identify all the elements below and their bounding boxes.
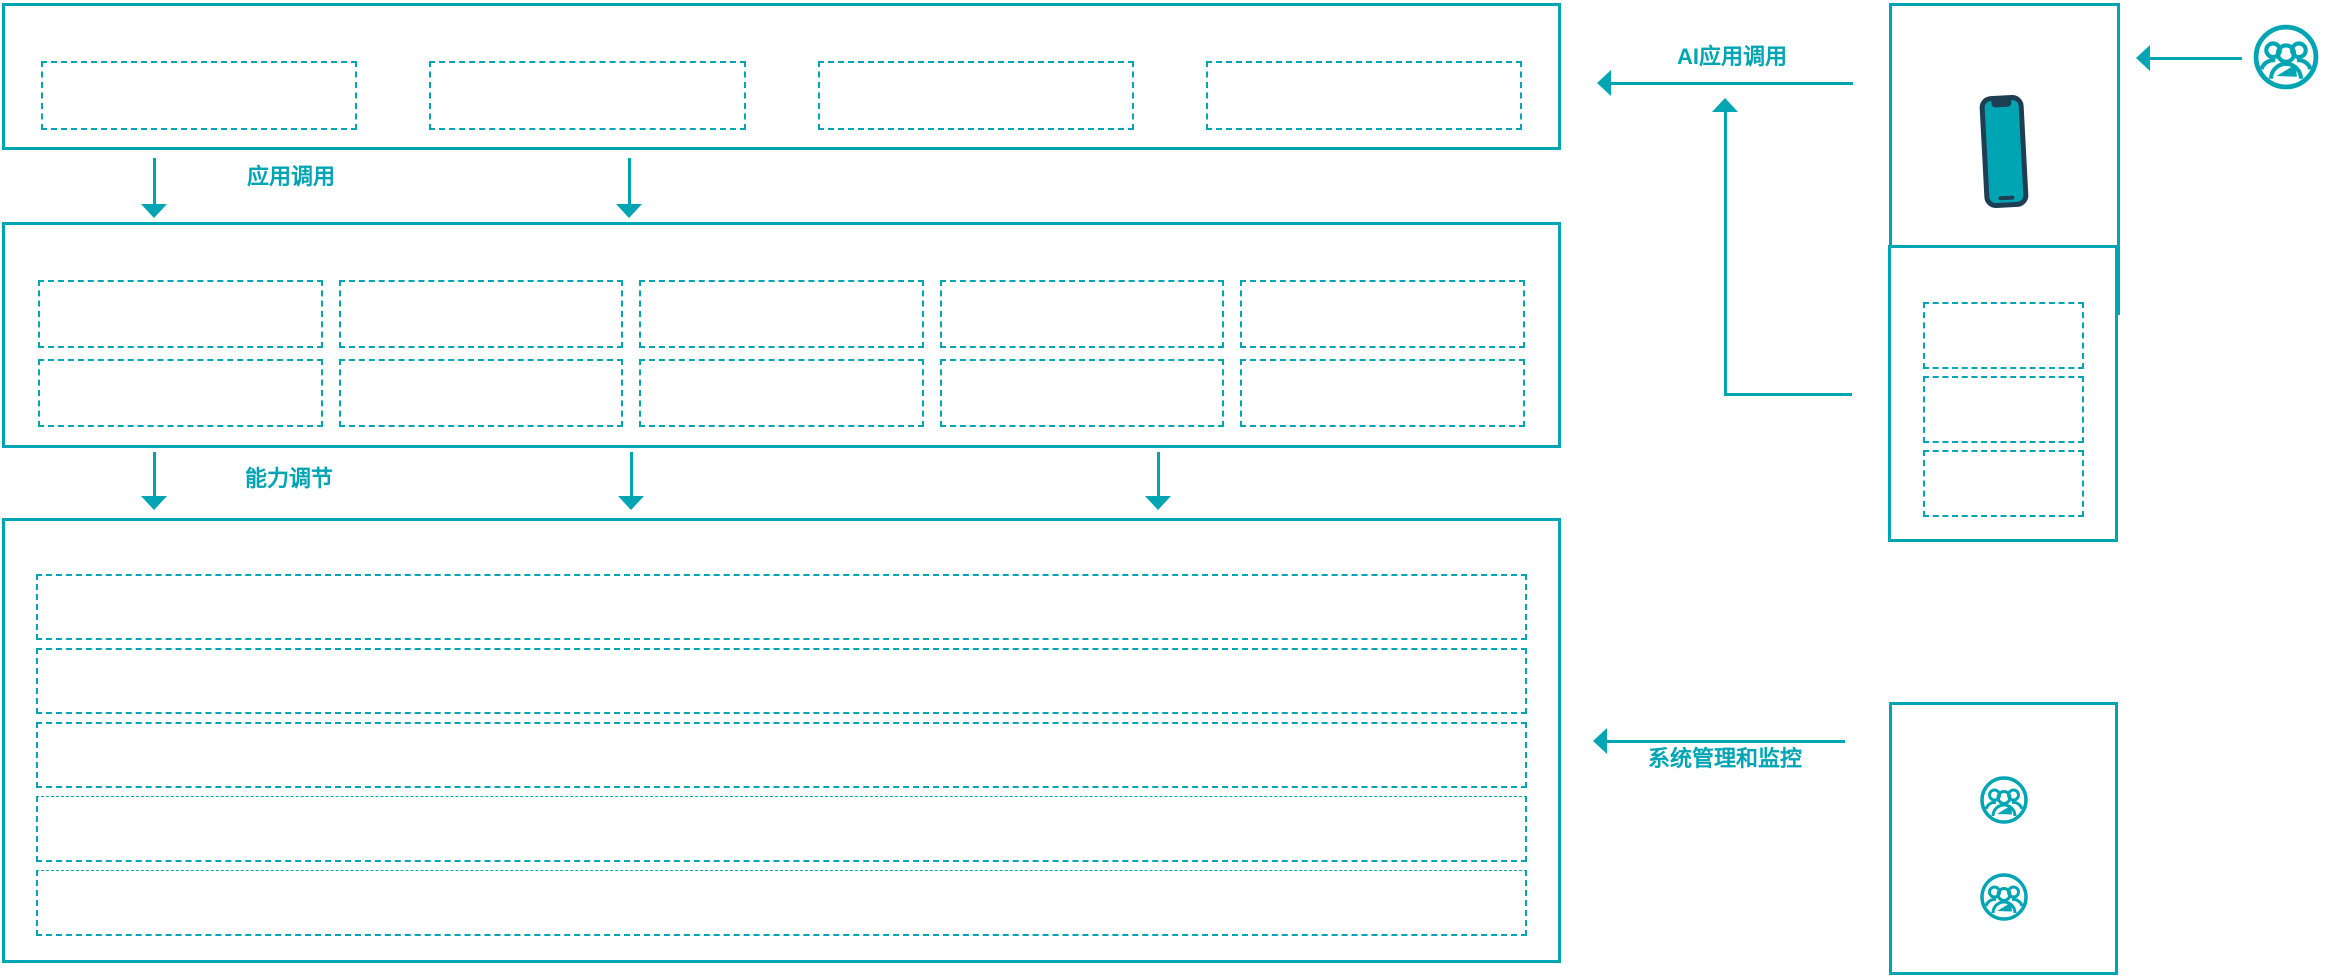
arrow-capability-2-head — [618, 496, 644, 510]
arrow-module-elbow — [1724, 393, 1852, 396]
arrow-capability-2 — [630, 452, 633, 496]
platform-layer-box — [2, 518, 1561, 963]
placeholder-box — [1240, 359, 1525, 427]
arrow-app-call-2-head — [616, 204, 642, 218]
admin-box — [1889, 702, 2118, 975]
placeholder-box — [939, 359, 1225, 427]
arrow-user-to-app — [2150, 57, 2242, 60]
arrow-capability-1 — [153, 452, 156, 496]
placeholder-box — [429, 61, 746, 130]
arrow-user-to-app-head — [2136, 45, 2150, 71]
placeholder-box — [1923, 450, 2084, 517]
arrow-capability-3-head — [1145, 496, 1171, 510]
placeholder-box — [1923, 302, 2084, 369]
capability-layer-box — [2, 222, 1561, 448]
arrow-system-monitor — [1607, 740, 1845, 743]
arrow-app-call-2 — [628, 158, 631, 204]
arrow-ai-app-call — [1611, 82, 1853, 85]
arrow-app-call-1-head — [141, 204, 167, 218]
arrow-capability-3 — [1157, 452, 1160, 496]
user-group-icon — [2252, 23, 2320, 91]
arrow-system-monitor-head — [1593, 728, 1607, 754]
module-box — [1888, 245, 2118, 542]
placeholder-box — [338, 359, 624, 427]
arrow-capability-1-head — [141, 496, 167, 510]
user-group-icon — [1979, 775, 2029, 825]
smartphone-icon — [1978, 94, 2030, 209]
app-layer-box — [2, 3, 1561, 150]
placeholder-box — [36, 722, 1527, 788]
placeholder-box — [639, 280, 924, 348]
placeholder-box — [36, 574, 1527, 640]
arrow-app-call-1 — [153, 158, 156, 204]
placeholder-box — [1205, 61, 1522, 130]
ai-app-call-label: AI应用调用 — [1677, 44, 1788, 69]
placeholder-box — [1923, 376, 2084, 443]
placeholder-box — [639, 359, 924, 427]
placeholder-box — [36, 796, 1527, 862]
placeholder-box — [36, 870, 1527, 936]
system-monitor-label: 系统管理和监控 — [1648, 746, 1803, 771]
placeholder-box — [338, 280, 624, 348]
placeholder-box — [38, 280, 323, 348]
placeholder-box — [41, 61, 358, 130]
arrow-ai-app-call-head — [1597, 70, 1611, 96]
placeholder-box — [817, 61, 1134, 130]
user-group-icon — [1979, 872, 2029, 922]
capability-adjust-label: 能力调节 — [245, 466, 334, 491]
app-call-label: 应用调用 — [247, 164, 336, 189]
placeholder-box — [939, 280, 1225, 348]
placeholder-box — [1240, 280, 1525, 348]
placeholder-box — [38, 359, 323, 427]
placeholder-box — [36, 648, 1527, 714]
arrow-module-up-head — [1712, 98, 1738, 112]
arrow-module-up-stem — [1724, 112, 1727, 395]
